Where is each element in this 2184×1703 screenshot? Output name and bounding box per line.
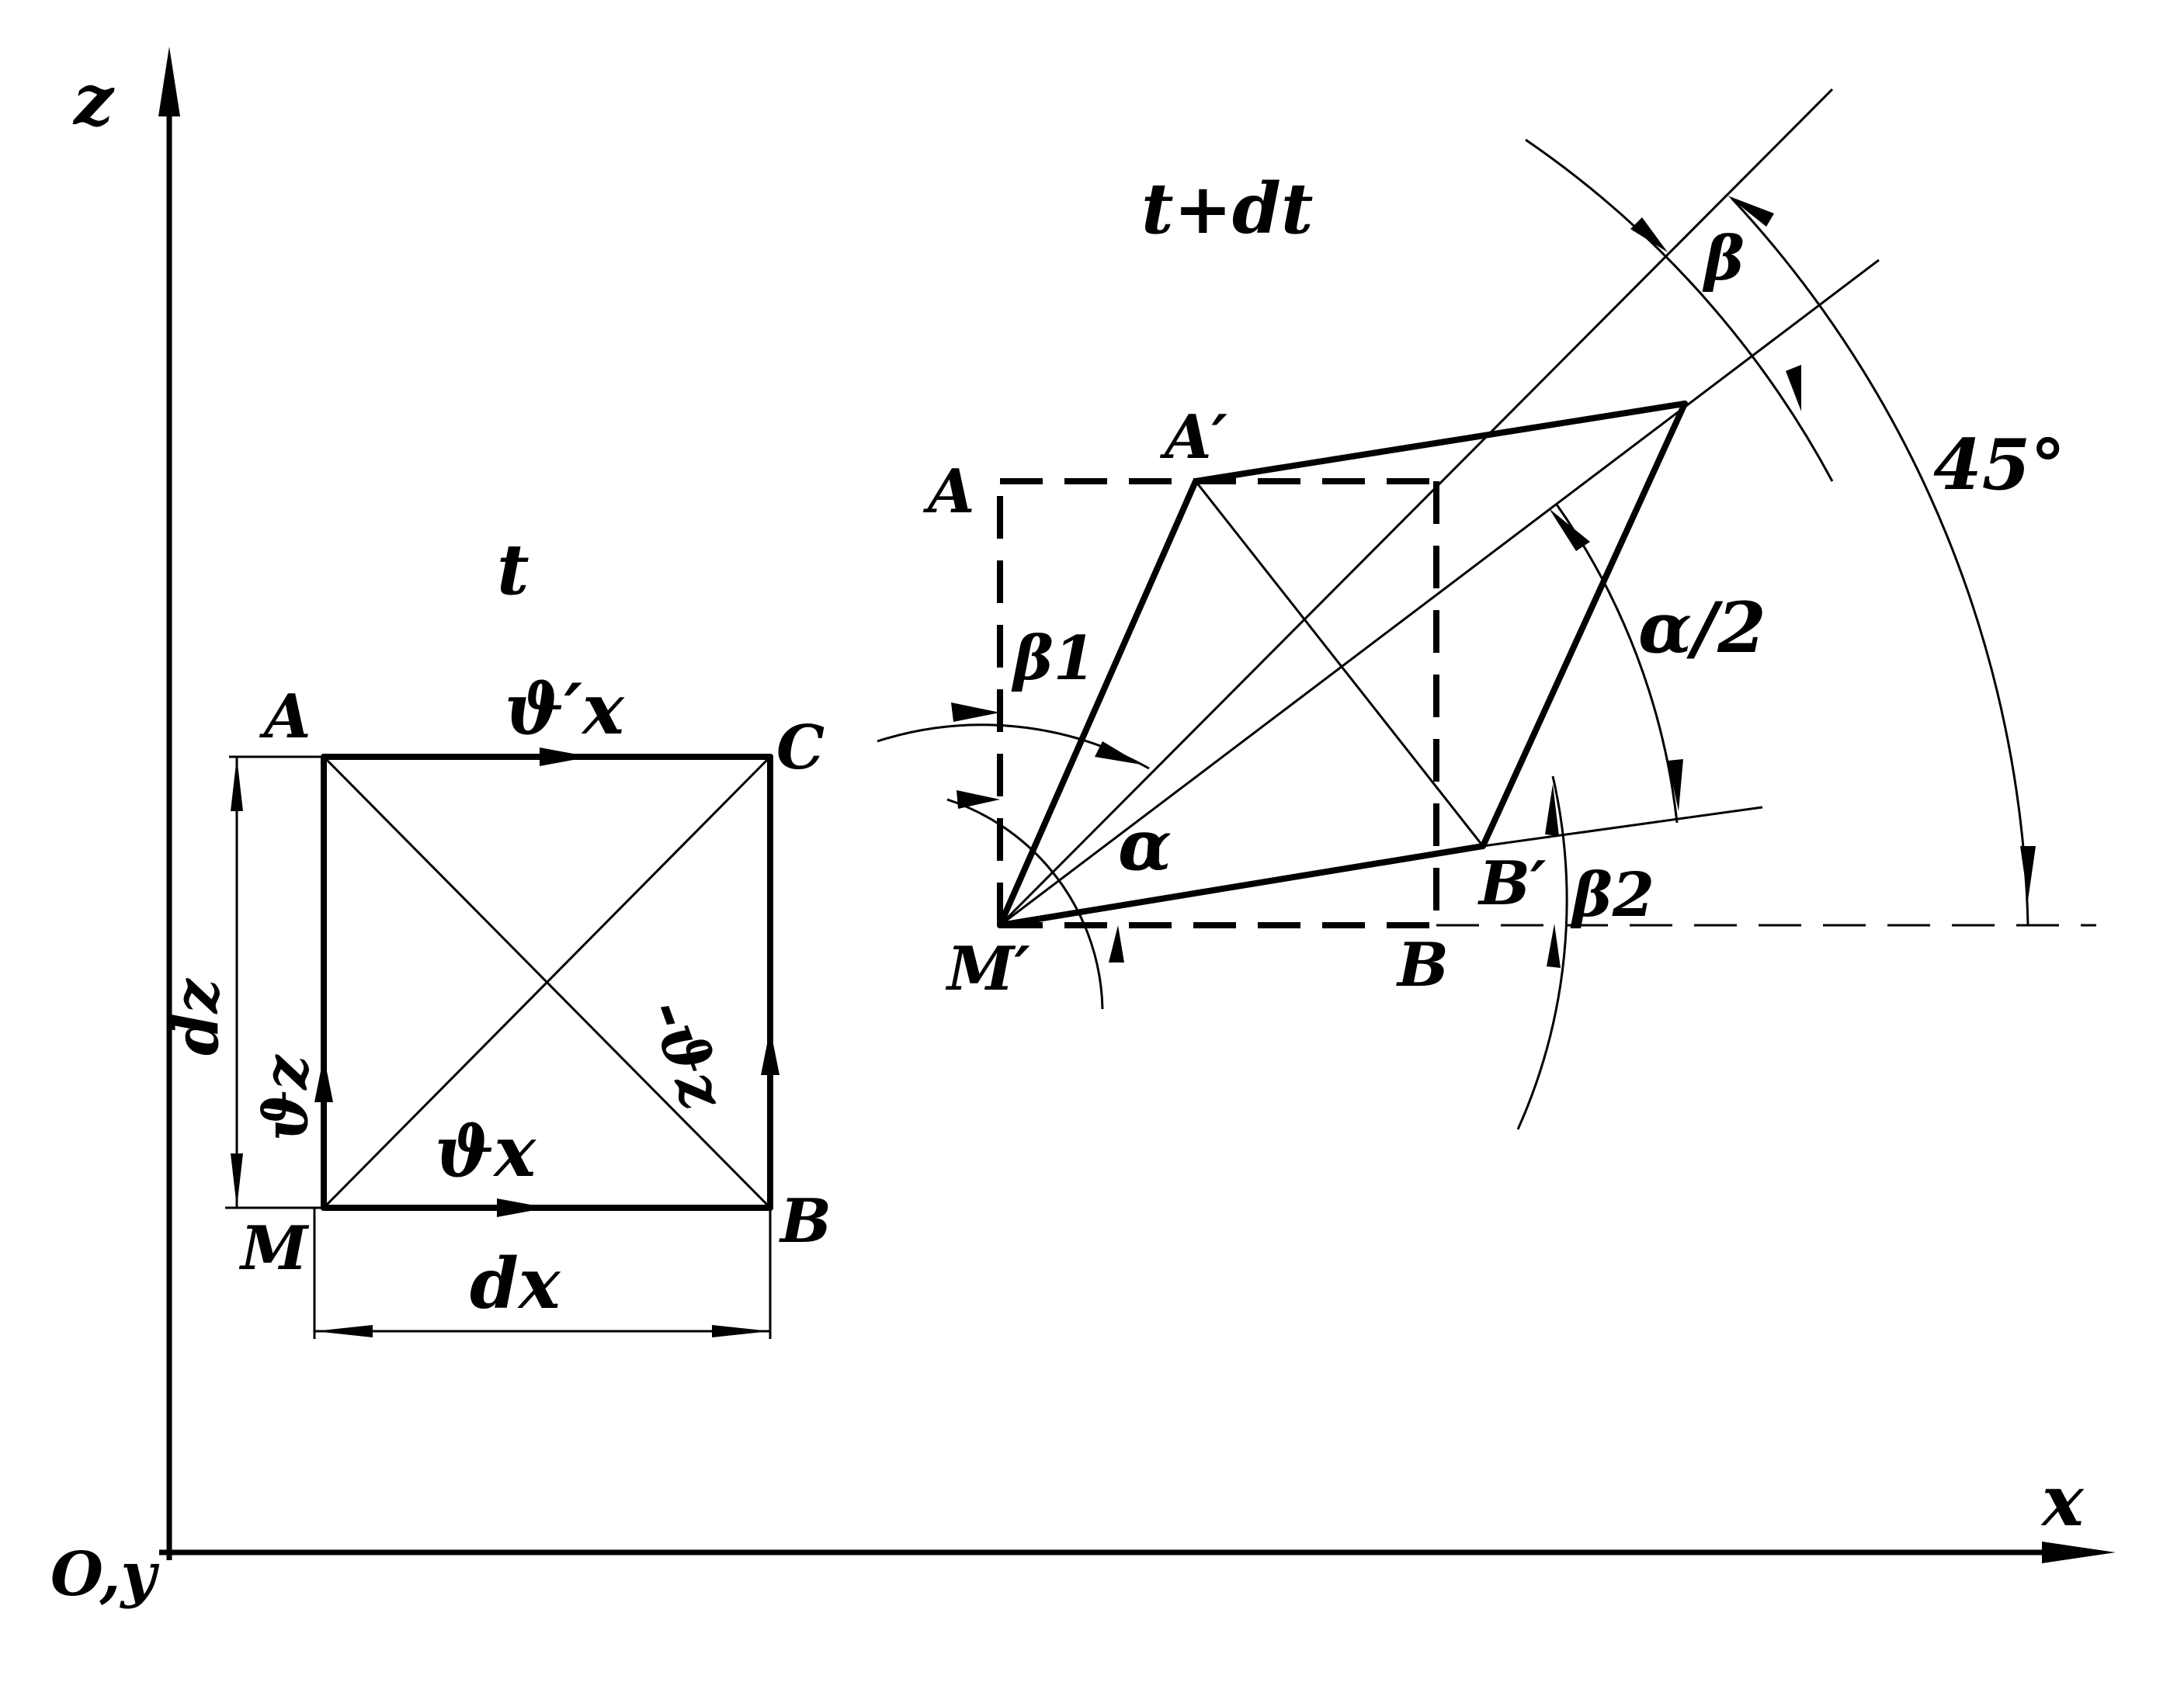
corner-B-right: B (1396, 930, 1449, 1001)
arrow-45-bottom (2020, 846, 2036, 900)
x-axis-label: x (2040, 1460, 2085, 1542)
angle-45-label: 45° (1933, 424, 2065, 506)
velocity-left-arrowhead (314, 1056, 333, 1102)
deformed-side-right (1480, 401, 1688, 849)
velocity-left-label: ϑz (251, 1054, 321, 1141)
angle-beta-label: β (1702, 224, 1745, 294)
velocity-bottom-label: ϑx (435, 1111, 536, 1193)
dim-horizontal-label: dx (470, 1243, 561, 1325)
coordinate-axes: z x O,y (50, 47, 2116, 1610)
z-axis-label: z (72, 59, 115, 141)
dim-vertical-arrow-bottom (231, 1153, 243, 1208)
velocity-top-arrowhead (540, 747, 590, 766)
arrow-beta-inner (1786, 365, 1801, 411)
arc-alpha (946, 798, 1104, 1010)
corner-C-left: C (776, 713, 825, 783)
diagonal-original (998, 88, 1834, 927)
left-figure: t A C M B ϑ′x ϑx ϑz -ϑz dz (161, 529, 832, 1339)
corner-A-prime: A′ (1159, 402, 1228, 473)
corner-B-left: B (779, 1186, 832, 1257)
deformed-side-top (1193, 401, 1688, 484)
dim-vertical-label: dz (161, 977, 232, 1056)
velocity-right-arrowhead (761, 1028, 780, 1075)
arrow-half-alpha-bottom (1668, 759, 1683, 811)
time-label-t-dt: t+dt (1141, 168, 1313, 250)
deformed-side-MB (997, 843, 1486, 928)
diagonal-deformed (999, 258, 1880, 927)
arrow-beta1-left (951, 702, 1000, 722)
dim-horizontal-arrow-left (314, 1325, 373, 1337)
diagonal-AB (322, 755, 772, 1209)
arrow-alpha-left (957, 790, 1000, 809)
z-axis-arrowhead (158, 47, 180, 116)
arrow-45-top (1727, 196, 1774, 227)
corner-B-prime: B′ (1477, 848, 1547, 919)
angle-beta2-label: β2 (1570, 860, 1654, 931)
arc-beta (1525, 138, 1834, 482)
arc-beta2 (1516, 775, 1568, 1130)
dim-horizontal-arrow-right (712, 1325, 770, 1337)
diagonal-cross (1194, 480, 1484, 847)
arrow-alpha-bottom (1109, 925, 1124, 962)
angle-beta1-label: β1 (1011, 623, 1095, 694)
time-label-t: t (497, 529, 530, 611)
angle-half-alpha-label: α/2 (1638, 587, 1766, 669)
angle-alpha-label: α (1118, 804, 1172, 886)
corner-M-prime: M′ (945, 934, 1030, 1004)
velocity-right-label: -ϑz (634, 990, 739, 1119)
arrow-beta1-right (1095, 741, 1141, 765)
arrow-beta2-bottom (1547, 924, 1561, 968)
velocity-top-label: ϑ′x (505, 668, 625, 751)
corner-A-right: A (922, 456, 975, 527)
arrow-beta-outer (1630, 217, 1668, 252)
velocity-bottom-arrowhead (497, 1198, 547, 1217)
dim-vertical-arrow-top (231, 757, 243, 811)
x-axis-arrowhead (2042, 1542, 2116, 1563)
right-figure: t+dt (877, 88, 2096, 1130)
arc-45 (1730, 196, 2029, 926)
arrow-beta2-top (1545, 784, 1559, 836)
line-MB-prime-ext (1482, 806, 1763, 848)
origin-label: O,y (50, 1539, 160, 1610)
corner-A-left: A (259, 682, 311, 752)
corner-M-left: M (238, 1213, 310, 1284)
arrow-half-alpha-top (1549, 508, 1590, 551)
